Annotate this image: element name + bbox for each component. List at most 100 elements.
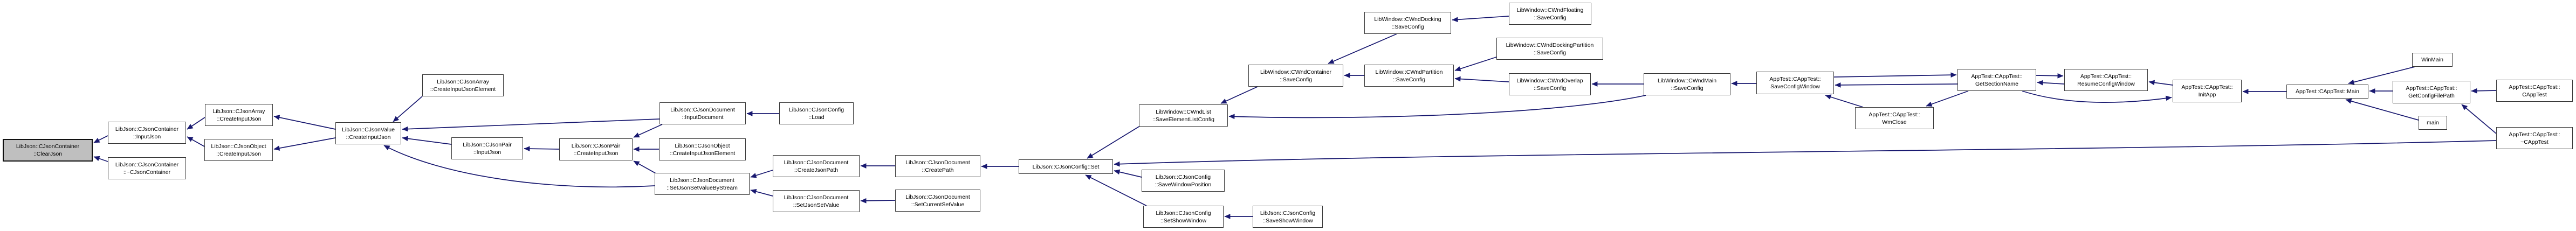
node-create-path[interactable]: LibJson::CJsonDocument::CreatePath	[895, 155, 980, 177]
node-label-line: LibJson::CJsonDocument	[905, 159, 970, 166]
node-capptest-dtor[interactable]: AppTest::CAppTest::~CAppTest	[2496, 127, 2573, 149]
node-label-line: GetConfigFilePath	[2408, 93, 2455, 99]
node-config-load[interactable]: LibJson::CJsonConfig::Load	[779, 102, 854, 124]
node-main-save-config[interactable]: LibWindow::CWndMain::SaveConfig	[1644, 73, 1730, 95]
edge-set-json-set-value-by-stream-to-value-create-input-json	[383, 145, 655, 188]
node-save-show-window[interactable]: LibJson::CJsonConfig::SaveShowWindow	[1253, 206, 1323, 228]
node-label-line: ::InputDocument	[682, 114, 724, 121]
edge-input-document-to-pair-create-input-json	[633, 124, 663, 138]
node-set-json-set-value-by-stream[interactable]: LibJson::CJsonDocument::SetJsonSetValueB…	[655, 173, 750, 195]
node-object-create-input-json-element[interactable]: LibJson::CJsonObject::CreateInputJsonEle…	[659, 138, 746, 160]
node-init-app[interactable]: AppTest::CAppTest::InitApp	[2173, 80, 2242, 102]
node-label-line: ::CreateInputJsonElement	[430, 86, 496, 93]
node-label-line: ::InputJson	[133, 133, 161, 140]
edge-get-section-name-to-init-app	[2022, 90, 2172, 103]
node-label-line: LibWindow::CWndFloating	[1516, 6, 1584, 13]
node-label-line: ::SetJsonSetValueByStream	[667, 184, 738, 191]
node-apptest-main[interactable]: AppTest::CAppTest::Main	[2286, 85, 2368, 99]
node-label-line: LibJson::CJsonPair	[571, 142, 621, 149]
node-set-current-set-value[interactable]: LibJson::CJsonDocument::SetCurrentSetVal…	[895, 190, 980, 212]
node-pair-input-json[interactable]: LibJson::CJsonPair::InputJson	[451, 137, 523, 159]
node-label-line: LibWindow::CWndMain	[1657, 77, 1717, 84]
node-value-create-input-json[interactable]: LibJson::CJsonValue::CreateInputJson	[335, 122, 401, 144]
edge-container-input-json-to-clear-json	[93, 135, 108, 143]
edge-set-current-set-value-to-set-json-set-value	[860, 198, 896, 204]
edge-winmain-to-apptest-main	[2348, 66, 2415, 85]
edge-capptest-dtor-to-get-config-file-path	[2461, 104, 2497, 134]
node-label-line: ::SaveElementListConfig	[1152, 116, 1214, 123]
node-winmain[interactable]: WinMain	[2412, 53, 2453, 67]
edge-get-section-name-to-wm-close	[1926, 90, 1969, 107]
node-input-document[interactable]: LibJson::CJsonDocument::InputDocument	[660, 102, 746, 124]
node-label-line: ::CreateInputJsonElement	[669, 150, 736, 157]
node-docking-save-config[interactable]: LibWindow::CWndDocking::SaveConfig	[1364, 12, 1451, 34]
node-overlap-save-config[interactable]: LibWindow::CWndOverlap::SaveConfig	[1509, 73, 1591, 95]
edge-container-save-config-to-save-element-list-config	[1220, 86, 1258, 104]
node-array-create-input-json-element[interactable]: LibJson::CJsonArray::CreateInputJsonElem…	[422, 74, 504, 96]
node-label-line: ::CreateJsonPath	[794, 166, 839, 173]
node-object-create-input-json[interactable]: LibJson::CJsonObject::CreateInputJson	[204, 139, 273, 161]
node-label-line: WmClose	[1882, 118, 1907, 125]
edge-set-show-window-to-config-set	[1085, 174, 1147, 206]
edge-resume-config-window-to-get-section-name	[2037, 80, 2065, 86]
node-label-line: LibJson::CJsonContainer	[115, 125, 179, 132]
node-label-line: LibJson::CJsonPair	[463, 141, 512, 148]
node-set-show-window[interactable]: LibJson::CJsonConfig::SetShowWindow	[1143, 206, 1224, 228]
edge-set-json-set-value-by-stream-to-pair-create-input-json	[633, 160, 657, 174]
node-label-line: ::CreateInputJson	[573, 150, 619, 157]
node-wm-close[interactable]: AppTest::CAppTest::WmClose	[1855, 107, 1934, 129]
edge-docking-partition-save-config-to-partition-save-config	[1454, 56, 1499, 72]
node-array-create-input-json[interactable]: LibJson::CJsonArray::CreateInputJson	[205, 104, 273, 126]
node-label-line: AppTest::CAppTest::	[1971, 73, 2023, 80]
node-capptest-ctor[interactable]: AppTest::CAppTest::CAppTest	[2496, 80, 2573, 102]
node-label-line: ::SaveShowWindow	[1262, 217, 1313, 224]
node-label-line: LibJson::CJsonDocument	[670, 177, 734, 184]
node-label-line: LibWindow::CWndList	[1156, 108, 1211, 115]
node-container-input-json[interactable]: LibJson::CJsonContainer::InputJson	[108, 122, 186, 144]
node-partition-save-config[interactable]: LibWindow::CWndPartition::SaveConfig	[1364, 65, 1454, 87]
node-get-config-file-path[interactable]: AppTest::CAppTest::GetConfigFilePath	[2393, 81, 2470, 103]
node-label-line: LibJson::CJsonObject	[675, 142, 730, 149]
node-floating-save-config[interactable]: LibWindow::CWndFloating::SaveConfig	[1509, 3, 1591, 25]
edge-input-document-to-value-create-input-json	[402, 118, 660, 132]
node-label-line: LibJson::CJsonArray	[437, 78, 489, 85]
node-label-line: LibJson::CJsonDocument	[784, 159, 849, 166]
node-label-line: AppTest::CAppTest::	[2181, 84, 2233, 90]
node-label-line: LibJson::CJsonDocument	[670, 106, 735, 113]
node-label-line: LibJson::CJsonConfig	[1260, 209, 1316, 216]
node-label-line: SaveConfigWindow	[1770, 83, 1820, 90]
node-label-line: LibJson::CJsonValue	[342, 126, 395, 133]
node-label-line: LibJson::CJsonConfig	[1155, 173, 1211, 180]
node-container-destructor[interactable]: LibJson::CJsonContainer::~CJsonContainer	[108, 157, 186, 179]
edge-create-json-path-to-set-json-set-value-by-stream	[750, 170, 773, 178]
edge-main-fn-to-apptest-main	[2345, 99, 2419, 121]
node-main-fn[interactable]: main	[2419, 116, 2447, 130]
node-label-line: WinMain	[2421, 57, 2443, 63]
node-label-line: ::InputJson	[473, 149, 502, 156]
edge-capptest-ctor-to-get-config-file-path	[2471, 88, 2497, 94]
node-label-line: LibJson::CJsonDocument	[784, 194, 849, 201]
node-create-json-path[interactable]: LibJson::CJsonDocument::CreateJsonPath	[773, 155, 860, 177]
node-label-line: ::SaveConfig	[1534, 14, 1567, 21]
edge-overlap-save-config-to-partition-save-config	[1454, 76, 1509, 82]
node-docking-partition-save-config[interactable]: LibWindow::CWndDockingPartition::SaveCon…	[1496, 38, 1603, 60]
node-config-set[interactable]: LibJson::CJsonConfig::Set	[1019, 159, 1113, 174]
node-set-json-set-value[interactable]: LibJson::CJsonDocument::SetJsonSetValue	[773, 190, 860, 212]
node-label-line: LibWindow::CWndDocking	[1374, 16, 1441, 23]
node-save-element-list-config[interactable]: LibWindow::CWndList::SaveElementListConf…	[1139, 104, 1228, 127]
node-label-line: LibWindow::CWndDockingPartition	[1506, 41, 1594, 48]
node-label-line: AppTest::CAppTest::Main	[2296, 88, 2359, 95]
node-save-config-window[interactable]: AppTest::CAppTest::SaveConfigWindow	[1756, 72, 1834, 94]
node-container-save-config[interactable]: LibWindow::CWndContainer::SaveConfig	[1248, 65, 1343, 87]
node-label-line: GetSectionName	[1975, 80, 2018, 87]
node-get-section-name[interactable]: AppTest::CAppTest::GetSectionName	[1957, 69, 2036, 91]
node-resume-config-window[interactable]: AppTest::CAppTest::ResumeConfigWindow	[2064, 69, 2148, 91]
node-pair-create-input-json[interactable]: LibJson::CJsonPair::CreateInputJson	[559, 138, 633, 160]
node-label-line: ::~CJsonContainer	[123, 169, 171, 176]
node-label-line: ::SaveConfig	[1533, 85, 1567, 92]
node-label-line: ::SetCurrentSetValue	[911, 201, 965, 208]
edge-container-destructor-to-clear-json	[93, 156, 108, 162]
node-label-line: ::SetJsonSetValue	[793, 201, 840, 208]
node-save-window-position[interactable]: LibJson::CJsonConfig::SaveWindowPosition	[1142, 170, 1225, 192]
